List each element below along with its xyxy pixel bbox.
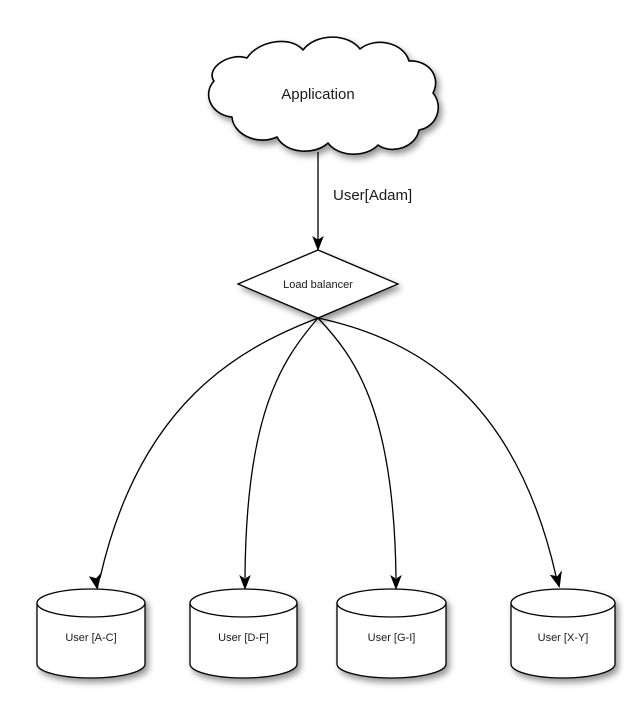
edge-curve-db-4 bbox=[317, 317, 557, 577]
arrowhead-db-4 bbox=[549, 570, 562, 588]
node-database-4[interactable]: User [X-Y] bbox=[510, 588, 616, 679]
edge-balancer-to-db-2 bbox=[239, 317, 319, 590]
node-database-3[interactable]: User [G-I] bbox=[336, 588, 447, 679]
edge-curve-db-3 bbox=[317, 317, 397, 579]
node-load-balancer[interactable]: Load balancer bbox=[236, 249, 400, 319]
node-database-1[interactable]: User [A-C] bbox=[36, 588, 146, 679]
edge-curve-db-2 bbox=[244, 317, 319, 579]
node-application-cloud[interactable]: Application bbox=[207, 36, 439, 155]
diamond-icon bbox=[236, 249, 400, 319]
node-label-application: Application bbox=[281, 86, 354, 103]
arrowhead-db-2 bbox=[239, 575, 251, 590]
database-cylinder-icon bbox=[336, 588, 447, 679]
edge-balancer-to-db-4 bbox=[317, 317, 562, 588]
arrowhead-db-3 bbox=[390, 575, 402, 590]
database-cylinder-icon bbox=[36, 588, 146, 679]
edge-curve-db-1 bbox=[99, 317, 319, 579]
node-label-load-balancer: Load balancer bbox=[283, 279, 353, 291]
edge-balancer-to-db-3 bbox=[317, 317, 402, 590]
database-cylinder-icon bbox=[510, 588, 616, 679]
arrowhead-db-1 bbox=[88, 572, 102, 590]
edge-balancer-to-db-1 bbox=[88, 317, 319, 590]
node-label-database-2: User [D-F] bbox=[218, 632, 269, 644]
cloud-icon bbox=[207, 36, 439, 155]
node-label-database-4: User [X-Y] bbox=[538, 632, 589, 644]
edge-application-to-balancer: User[Adam] bbox=[312, 152, 412, 251]
arrowhead-balancer bbox=[312, 236, 324, 251]
node-label-database-1: User [A-C] bbox=[65, 632, 116, 644]
edge-label-user-adam: User[Adam] bbox=[333, 187, 412, 204]
database-cylinder-icon bbox=[189, 588, 298, 679]
node-label-database-3: User [G-I] bbox=[368, 632, 416, 644]
node-database-2[interactable]: User [D-F] bbox=[189, 588, 298, 679]
